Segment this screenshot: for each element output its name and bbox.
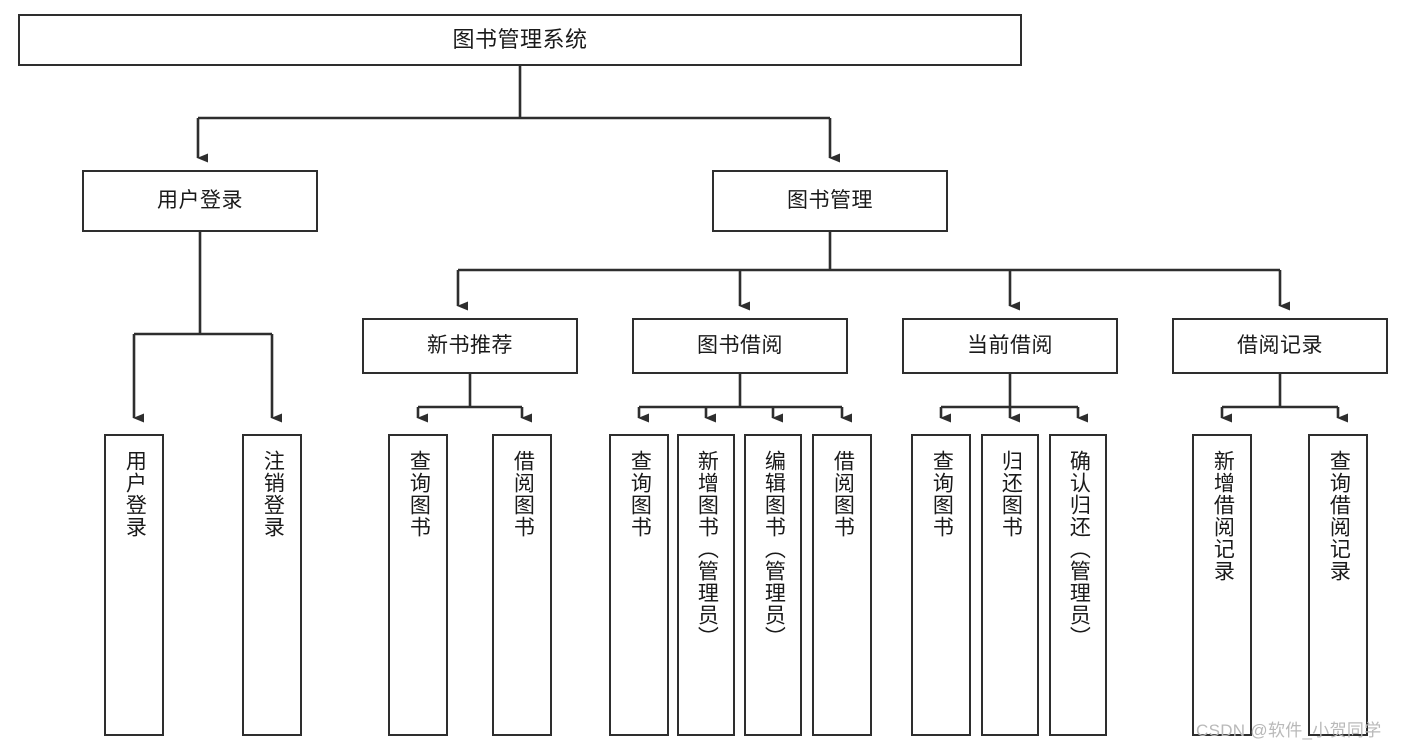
leaf-book-borrow-0[interactable]: 查询图书 (609, 434, 669, 736)
leaf-label: 查询借阅记录 (1327, 450, 1351, 582)
leaf-current-borrow-2[interactable]: 确认归还（管理员） (1049, 434, 1107, 736)
leaf-new-book-recommend-1[interactable]: 借阅图书 (492, 434, 552, 736)
leaf-current-borrow-1[interactable]: 归还图书 (981, 434, 1039, 736)
node-current-borrow[interactable]: 当前借阅 (902, 318, 1118, 374)
leaf-book-borrow-2[interactable]: 编辑图书（管理员） (744, 434, 802, 736)
leaf-current-borrow-0[interactable]: 查询图书 (911, 434, 971, 736)
leaf-label: 新增图书（管理员） (695, 450, 719, 648)
leaf-label: 借阅图书 (831, 450, 855, 538)
leaf-label: 确认归还（管理员） (1067, 450, 1091, 648)
node-new-book-recommend-label: 新书推荐 (427, 333, 513, 357)
leaf-label: 查询图书 (930, 450, 954, 538)
node-book-borrow[interactable]: 图书借阅 (632, 318, 848, 374)
node-user-login[interactable]: 用户登录 (82, 170, 318, 232)
node-borrow-record[interactable]: 借阅记录 (1172, 318, 1388, 374)
node-book-borrow-label: 图书借阅 (697, 333, 783, 357)
leaf-book-borrow-3[interactable]: 借阅图书 (812, 434, 872, 736)
leaf-label: 用户登录 (123, 450, 147, 538)
leaf-book-borrow-1[interactable]: 新增图书（管理员） (677, 434, 735, 736)
leaf-label: 借阅图书 (511, 450, 535, 538)
csdn-watermark: CSDN @软件_小贺同学 (1196, 721, 1382, 740)
node-user-login-label: 用户登录 (157, 188, 243, 212)
leaf-label: 查询图书 (628, 450, 652, 538)
leaf-borrow-record-0[interactable]: 新增借阅记录 (1192, 434, 1252, 736)
node-book-manage[interactable]: 图书管理 (712, 170, 948, 232)
node-new-book-recommend[interactable]: 新书推荐 (362, 318, 578, 374)
leaf-user-login-1[interactable]: 注销登录 (242, 434, 302, 736)
leaf-label: 注销登录 (261, 450, 285, 538)
leaf-borrow-record-1[interactable]: 查询借阅记录 (1308, 434, 1368, 736)
leaf-new-book-recommend-0[interactable]: 查询图书 (388, 434, 448, 736)
node-borrow-record-label: 借阅记录 (1237, 333, 1323, 357)
node-root-label: 图书管理系统 (452, 27, 588, 53)
node-root-system[interactable]: 图书管理系统 (18, 14, 1022, 66)
leaf-label: 编辑图书（管理员） (762, 450, 786, 648)
node-current-borrow-label: 当前借阅 (967, 333, 1053, 357)
node-book-manage-label: 图书管理 (787, 188, 873, 212)
leaf-user-login-0[interactable]: 用户登录 (104, 434, 164, 736)
leaf-label: 新增借阅记录 (1211, 450, 1235, 582)
leaf-label: 归还图书 (999, 450, 1023, 538)
leaf-label: 查询图书 (407, 450, 431, 538)
